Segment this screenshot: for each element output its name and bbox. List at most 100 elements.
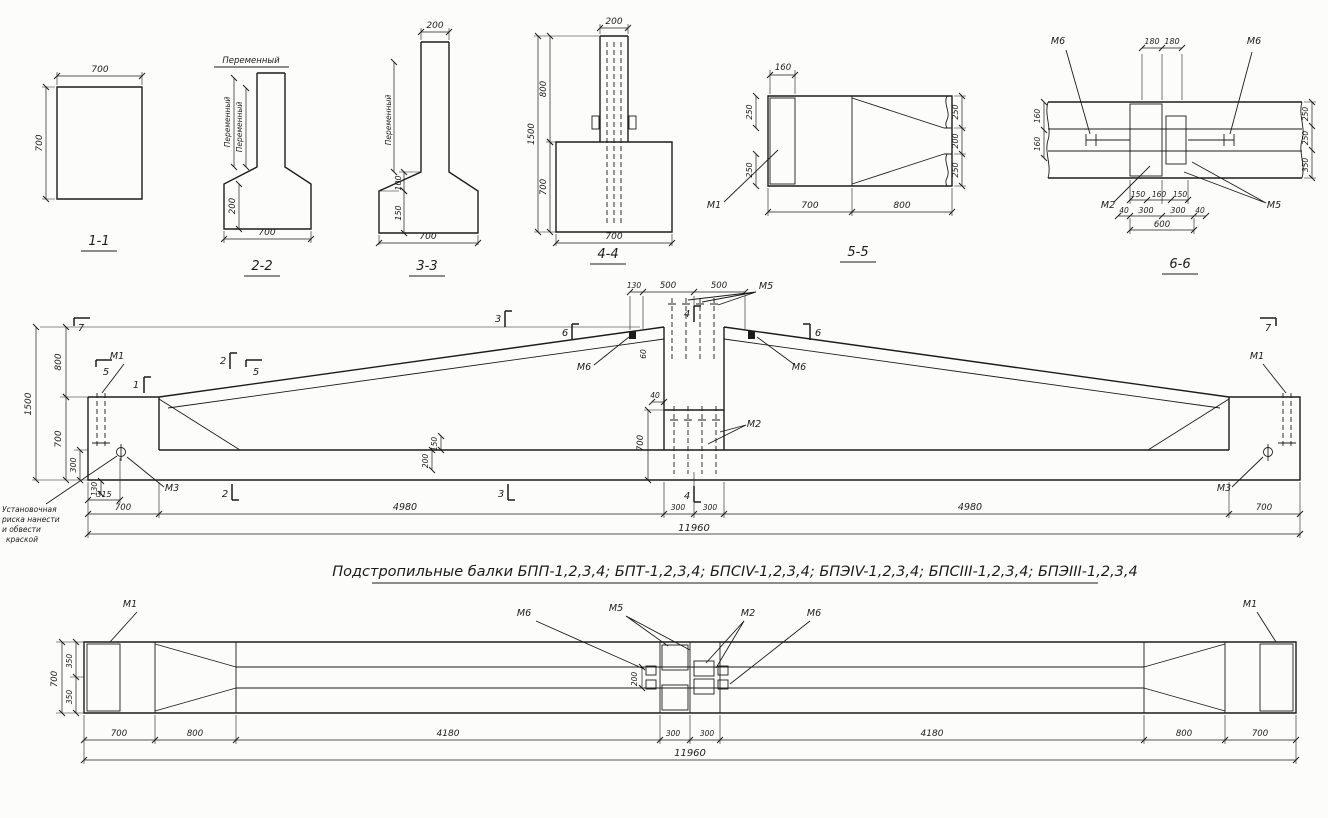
- dim-label-total: 11960: [674, 748, 706, 759]
- dim-label: 200: [228, 198, 238, 214]
- section-view-1-1: 700 700 1-1: [35, 65, 146, 252]
- dim-label: 130: [627, 281, 642, 290]
- dim-label: 700: [111, 729, 127, 739]
- leader-line: [756, 336, 796, 366]
- bolt-plate: [645, 679, 657, 690]
- dim-label: 200: [630, 672, 639, 687]
- dim-label: 1500: [24, 392, 34, 415]
- mark-label-m6: М6: [807, 608, 821, 619]
- cut-mark-2: [229, 352, 237, 369]
- dim-label: 150: [394, 205, 403, 220]
- dim-label-total: 11960: [678, 523, 710, 534]
- cut-label: 2: [222, 489, 228, 500]
- cut-label: 6: [562, 328, 568, 339]
- dim-label: 150: [1173, 190, 1188, 199]
- cut-label: 6: [815, 328, 821, 339]
- dim-label: 300: [1170, 206, 1185, 215]
- cut-label: 5: [253, 367, 259, 378]
- dim-label: 250: [1301, 131, 1310, 146]
- variable-label: Переменный: [235, 102, 244, 153]
- dim-label: 300: [671, 503, 686, 512]
- dim-label: 160: [775, 63, 791, 73]
- leader-line: [1256, 611, 1277, 643]
- dim-label: 40: [650, 391, 660, 400]
- dim-label: 700: [1256, 503, 1272, 513]
- mark-label-m6: М6: [1051, 36, 1065, 47]
- extension-lines: [629, 296, 746, 330]
- section-label: 3-3: [416, 259, 437, 274]
- dim-label: 1500: [527, 123, 537, 145]
- dim-label: 160: [1152, 190, 1167, 199]
- cut-label: 1: [133, 380, 139, 391]
- bolt-plate: [717, 665, 729, 676]
- dim-label: 700: [50, 671, 60, 687]
- mark-label-m3: М3: [165, 483, 179, 494]
- break-lines: [1046, 101, 1304, 179]
- extension-lines: [83, 715, 1297, 744]
- web-lines: [1048, 128, 1302, 152]
- dim-label: 500: [711, 281, 727, 291]
- leader-line: [687, 291, 757, 306]
- dim-label: 700: [419, 232, 436, 242]
- section-view-2-2: Переменный Переменный Переменный 200 700…: [214, 56, 315, 277]
- cut-mark-6: [571, 323, 579, 340]
- dim-label: 100: [394, 175, 403, 190]
- dim-label: 250: [951, 162, 960, 177]
- dim-label: 700: [539, 179, 549, 195]
- leader-line: [1065, 49, 1091, 135]
- dim-label: 800: [1176, 729, 1192, 739]
- drawing-title: Подстропильные балки БПП-1,2,3,4; БПТ-1,…: [332, 564, 1138, 580]
- section-label: 6-6: [1169, 257, 1190, 272]
- side-plate: [591, 115, 600, 130]
- section-label: 2-2: [251, 259, 272, 274]
- end-plate-hatch: [1259, 643, 1294, 712]
- side-plate: [628, 115, 637, 130]
- section-label: 1-1: [88, 234, 109, 249]
- note-line: риска нанести: [1, 515, 60, 524]
- leader-line: [1231, 456, 1264, 488]
- dim-label: 350: [65, 690, 74, 705]
- dim-label: 250: [1301, 107, 1310, 122]
- mark-label-m1: М1: [110, 351, 124, 362]
- dim-label: 700: [91, 65, 108, 75]
- cut-mark-1: [143, 376, 151, 393]
- mark-label-m6: М6: [1247, 36, 1261, 47]
- dim-label: 300: [1138, 206, 1153, 215]
- dim-label: 60: [639, 349, 648, 359]
- leader-line: [729, 620, 811, 685]
- cut-mark-7: [73, 317, 90, 326]
- taper-lines: [154, 643, 1226, 712]
- dim-label: 800: [187, 729, 203, 739]
- dim-label: 4180: [437, 729, 460, 739]
- dim-label: 300: [69, 457, 78, 472]
- leader-line: [707, 424, 747, 445]
- leader-line: [625, 615, 691, 651]
- extension-lines: [769, 70, 966, 187]
- cut-mark-6: [803, 323, 811, 340]
- dim-label: 350: [65, 654, 74, 669]
- cut-mark-5: [95, 359, 112, 367]
- dim-label: 700: [636, 435, 646, 451]
- section-view-4-4: 200 1500 800 700 700 4-4: [527, 17, 676, 265]
- note-line: краской: [6, 535, 38, 544]
- dim-label: 4180: [921, 729, 944, 739]
- leader-line: [1262, 363, 1287, 394]
- leader-line: [101, 363, 125, 394]
- dim-label: 700: [115, 503, 131, 513]
- dim-label: 200: [426, 21, 443, 31]
- dim-label: 250: [745, 104, 754, 119]
- extension-lines: [534, 24, 629, 233]
- m5-rods: [671, 298, 715, 360]
- leader-line: [1229, 51, 1253, 135]
- cut-label: 4: [684, 309, 690, 320]
- mark-label-m5: М5: [759, 281, 773, 292]
- bolt-plate: [717, 679, 729, 690]
- dim-label: 800: [54, 353, 64, 370]
- dim-label: 315: [96, 490, 111, 499]
- dim-label: 300: [666, 729, 681, 738]
- dim-label: 200: [605, 17, 622, 27]
- section-view-5-5: 160 250 250 250 200 250 М1 700 800 5-5: [707, 63, 966, 263]
- dim-label: 150: [1131, 190, 1146, 199]
- mark-label-m2: М2: [1101, 200, 1115, 211]
